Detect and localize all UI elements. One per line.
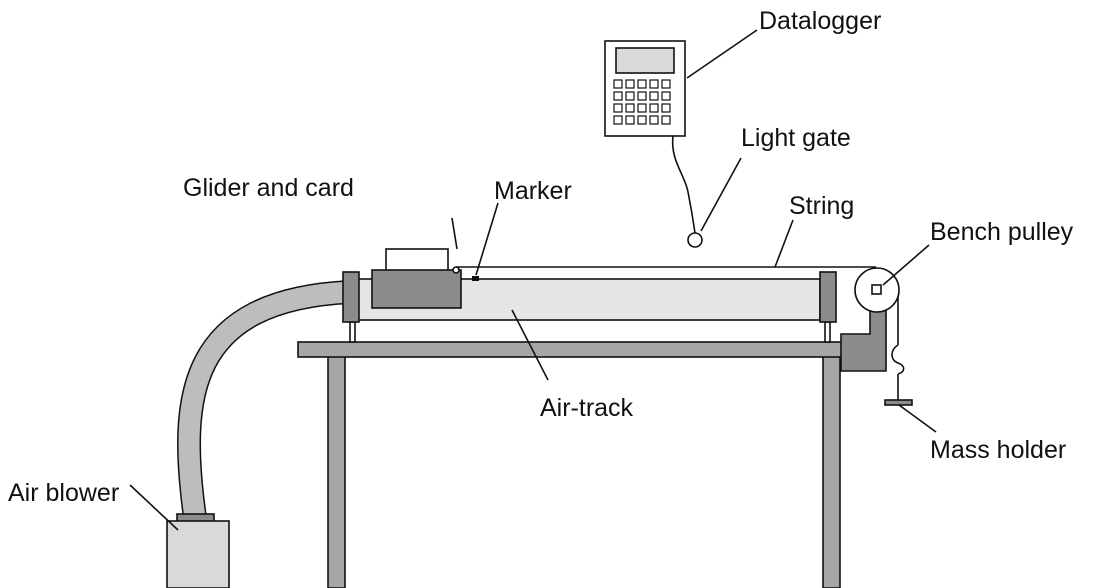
- datalogger-key: [649, 115, 659, 125]
- datalogger-key: [637, 115, 647, 125]
- air-track-left-end-block: [342, 271, 360, 323]
- air-hose: [177, 280, 351, 520]
- bench-left-leg: [327, 355, 346, 588]
- light-gate-assembly: [671, 135, 703, 248]
- label-air-blower: Air blower: [8, 479, 119, 507]
- bench-right-leg: [822, 355, 841, 588]
- label-marker: Marker: [494, 177, 572, 205]
- air-blower: [166, 513, 230, 588]
- string: [456, 266, 899, 345]
- label-light-gate: Light gate: [741, 124, 851, 152]
- datalogger-key: [625, 79, 635, 89]
- datalogger-key: [613, 79, 623, 89]
- datalogger-key: [661, 79, 671, 89]
- datalogger-key: [649, 91, 659, 101]
- datalogger-key: [637, 91, 647, 101]
- datalogger-keypad: [613, 79, 671, 125]
- bench-top: [297, 341, 871, 358]
- glider: [371, 269, 462, 309]
- label-air-track: Air-track: [540, 394, 634, 422]
- datalogger-key: [613, 103, 623, 113]
- datalogger-key: [625, 91, 635, 101]
- datalogger-key: [661, 103, 671, 113]
- glider-and-card: [371, 248, 462, 309]
- air-track-left-stand: [349, 321, 356, 343]
- datalogger-key: [625, 103, 635, 113]
- datalogger-key: [637, 103, 647, 113]
- label-glider-and-card: Glider and card: [183, 174, 354, 202]
- datalogger: [604, 40, 686, 137]
- air-track-right-end-block: [819, 271, 837, 323]
- mass-holder: [884, 344, 913, 406]
- label-bench-pulley: Bench pulley: [930, 218, 1074, 246]
- leader-glider: [451, 217, 458, 250]
- label-mass-holder: Mass holder: [930, 436, 1066, 464]
- datalogger-key: [637, 79, 647, 89]
- datalogger-key: [649, 103, 659, 113]
- datalogger-key: [625, 115, 635, 125]
- bench-pulley: [840, 267, 900, 372]
- leader-lines: [129, 29, 937, 531]
- datalogger-key: [649, 79, 659, 89]
- label-datalogger: Datalogger: [759, 7, 881, 35]
- air-blower-body: [166, 520, 230, 588]
- string-hook-on-glider: [452, 266, 460, 274]
- pulley-axle: [871, 284, 882, 295]
- light-gate: [687, 232, 703, 248]
- datalogger-key: [661, 115, 671, 125]
- datalogger-key: [613, 115, 623, 125]
- datalogger-key: [661, 91, 671, 101]
- air-track-right-stand: [824, 321, 831, 343]
- datalogger-screen: [615, 47, 675, 74]
- bench: [297, 341, 871, 588]
- marker: [472, 276, 479, 281]
- label-string: String: [789, 192, 854, 220]
- datalogger-cable: [671, 135, 696, 234]
- datalogger-key: [613, 91, 623, 101]
- card: [385, 248, 449, 273]
- mass-holder-base: [884, 399, 913, 406]
